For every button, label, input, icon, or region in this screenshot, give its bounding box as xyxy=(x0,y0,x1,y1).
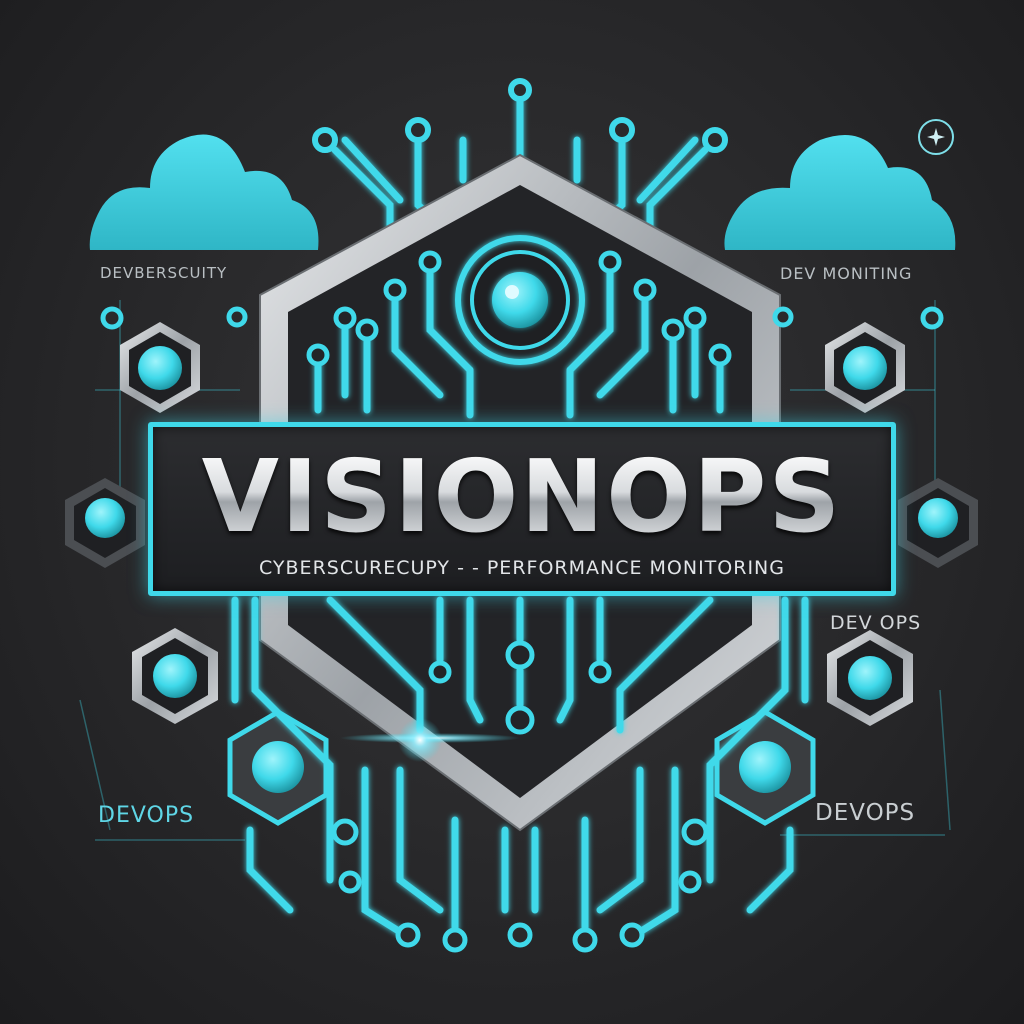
circuit-traces-bottom xyxy=(231,596,809,939)
logo-title: VISIONOPS xyxy=(153,447,891,547)
eye-emblem-icon xyxy=(455,235,585,365)
circuit-nodes-bottom xyxy=(331,818,709,953)
hex-node-icon xyxy=(714,709,816,826)
hex-node-icon xyxy=(227,709,329,826)
hex-node-icon xyxy=(120,322,200,413)
lens-flare xyxy=(340,718,520,762)
hex-node-icon xyxy=(825,322,905,413)
hex-node-icon xyxy=(65,478,145,568)
cloud-icon-right xyxy=(724,134,956,250)
title-banner: VISIONOPS CYBERSCURECUPY - - PERFORMANCE… xyxy=(148,422,896,596)
label-top-right: DEV MONITING xyxy=(780,264,913,283)
hex-node-icon xyxy=(132,628,218,724)
cloud-icon-left xyxy=(89,134,319,250)
side-dots xyxy=(100,306,944,330)
guide-lines xyxy=(79,300,951,841)
label-bottom-right: DEVOPS xyxy=(815,800,916,826)
circuit-nodes-top xyxy=(312,78,728,153)
label-top-left: DEVBERSCUITY xyxy=(100,264,228,282)
hex-node-icon xyxy=(827,630,913,726)
logo-subtitle: CYBERSCURECUPY - - PERFORMANCE MONITORIN… xyxy=(258,557,785,579)
hex-node-icons xyxy=(65,322,978,826)
label-bottom-left: DEVOPS xyxy=(98,803,195,828)
sparkle-icon xyxy=(918,119,954,155)
hex-node-icon xyxy=(898,478,978,568)
label-right-middle: DEV OPS xyxy=(830,612,922,634)
